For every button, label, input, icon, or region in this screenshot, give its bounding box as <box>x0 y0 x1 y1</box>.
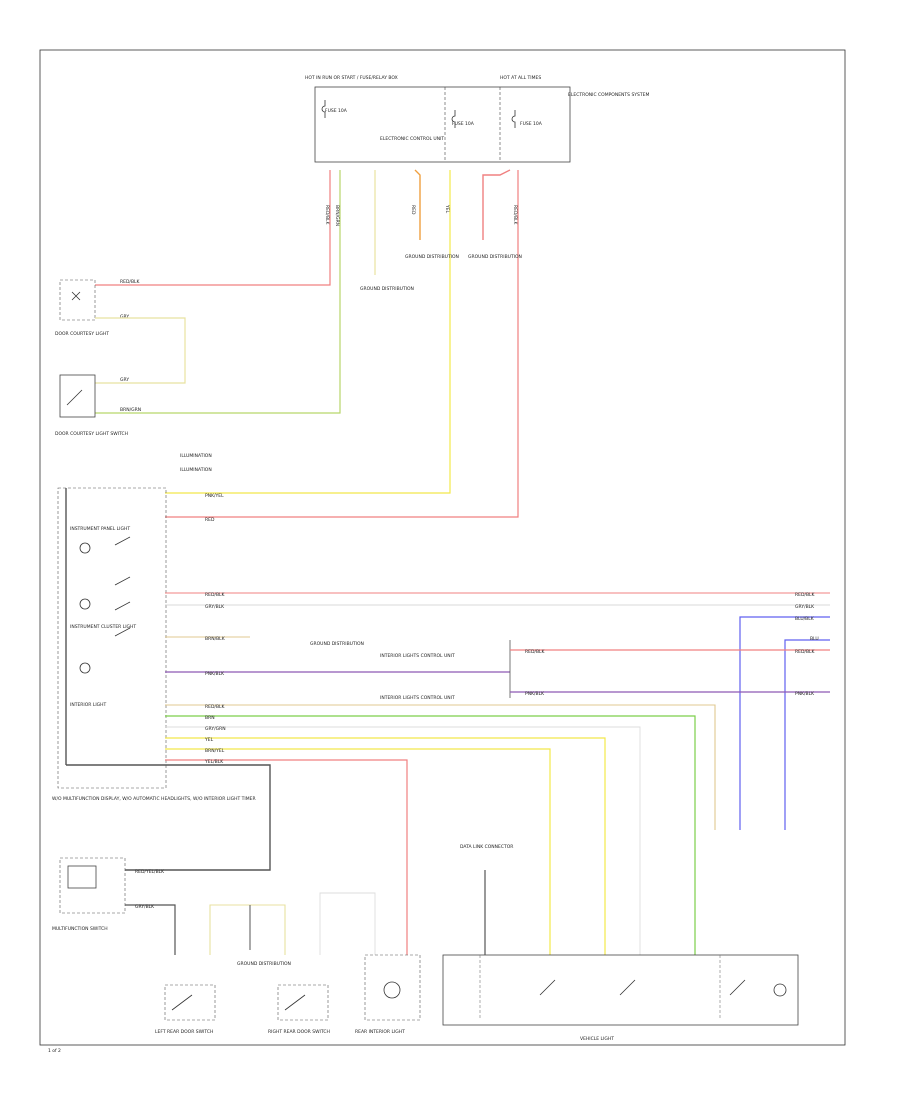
door-courtesy-light-label: DOOR COURTESY LIGHT <box>55 331 109 337</box>
wire-label-b3: GRY/GRN <box>205 726 226 732</box>
ground-distribution-3: GROUND DISTRIBUTION <box>468 254 522 260</box>
door-courtesy-light: DOOR COURTESY LIGHT RED/BLK GRY <box>55 279 141 337</box>
left-rear-door-switch-label: LEFT REAR DOOR SWITCH <box>155 1029 213 1035</box>
wire-label-red-blk-4: RED/BLK <box>525 649 546 655</box>
interior-control-right-label-2: INTERIOR LIGHTS CONTROL UNIT <box>380 695 455 701</box>
wire-gry-blk-2 <box>125 904 176 955</box>
wire-label-b5: BRN/YEL <box>205 748 225 754</box>
fuse-1-label: FUSE 10A <box>325 108 348 114</box>
wire-white <box>319 892 376 955</box>
wire-door-switch <box>209 904 286 955</box>
electronic-device-label: ELECTRONIC CONTROL UNIT <box>380 136 444 142</box>
illumination-2-label: ILLUMINATION <box>180 467 212 473</box>
wire-yellow-main <box>165 170 451 494</box>
wire-red-long <box>165 170 519 518</box>
wire-label-gry: GRY <box>120 314 129 320</box>
wire-brn-yel <box>165 748 551 955</box>
wire-label-red-blk-3: RED/BLK <box>205 592 226 598</box>
multifunction-switch-label: MULTIFUNCTION SWITCH <box>52 926 108 932</box>
wire-red-blk-5 <box>165 704 716 830</box>
fuse-3-symbol <box>511 110 516 128</box>
wire-label-b6: YEL/BLK <box>204 759 224 765</box>
ground-distribution-4: GROUND DISTRIBUTION <box>310 641 364 647</box>
ground-distribution-1: GROUND DISTRIBUTION <box>360 286 414 292</box>
wire-label-b1: RED/BLK <box>205 704 226 710</box>
wire-gry-loop <box>95 317 186 384</box>
ground-distribution-2: GROUND DISTRIBUTION <box>405 254 459 260</box>
wire-blu-blk <box>739 616 830 830</box>
fuse-box: HOT IN RUN OR START / FUSE/RELAY BOX HOT… <box>305 75 650 163</box>
left-rear-door-switch: LEFT REAR DOOR SWITCH <box>155 984 216 1035</box>
rear-interior-light-label: REAR INTERIOR LIGHT <box>355 1029 405 1035</box>
fuse-2-label: FUSE 10A <box>452 121 475 127</box>
wire-orange <box>414 169 421 240</box>
data-link-label: DATA LINK CONNECTOR <box>460 844 513 850</box>
wire-label-red-yel-blk: RED/YEL/BLK <box>135 869 165 875</box>
vehicle-light-label: VEHICLE LIGHT <box>580 1036 614 1042</box>
right-rear-door-switch: RIGHT REAR DOOR SWITCH <box>268 984 330 1035</box>
illumination-1-label: ILLUMINATION <box>180 453 212 459</box>
wire-label-right-1: RED/BLK <box>795 592 816 598</box>
lamp-3 <box>79 662 91 674</box>
fuse-box-label: HOT IN RUN OR START / FUSE/RELAY BOX <box>305 75 398 81</box>
rear-interior-light: REAR INTERIOR LIGHT <box>355 954 421 1035</box>
lamp-2 <box>79 598 91 610</box>
wire-label-right-6: PNK/BLK <box>795 691 815 697</box>
wire-label-right-4: BLU <box>810 636 819 642</box>
wire-brn <box>165 715 696 955</box>
wire-label-right-5: RED/BLK <box>795 649 816 655</box>
wire-blu <box>784 639 830 830</box>
wire-label-7: RED/BLK <box>512 205 518 226</box>
wire-label-gry-blk: GRY/BLK <box>205 604 225 610</box>
wire-label-right-3: BLU/BLK <box>795 616 815 622</box>
wire-label-4: BRN/GRN <box>334 205 340 226</box>
instrument-cluster-label: INSTRUMENT CLUSTER LIGHT <box>70 624 136 630</box>
wire-label-red-blk: RED/BLK <box>120 279 141 285</box>
interior-control-right-label: INTERIOR LIGHTS CONTROL UNIT <box>380 653 455 659</box>
wire-label-gry-blk-2: GRY/BLK <box>135 904 155 910</box>
wire-gry-grn <box>165 726 641 955</box>
wire-label-b4: YEL <box>204 737 214 743</box>
interior-control-unit-left: ILLUMINATION ILLUMINATION INSTRUMENT PAN… <box>57 453 212 789</box>
wire-label-1: RED/BLK <box>324 205 330 226</box>
interior-control-unit-right: INTERIOR LIGHTS CONTROL UNIT INTERIOR LI… <box>380 640 511 701</box>
fuse-2-symbol <box>451 110 456 128</box>
fuse-1-symbol <box>321 100 326 118</box>
wire-yel <box>165 737 606 955</box>
wire-label-gry-2: GRY <box>120 377 129 383</box>
electronic-components-label: ELECTRONIC COMPONENTS SYSTEM <box>568 92 650 98</box>
wire-label-pnk-blk-2: PNK/BLK <box>525 691 545 697</box>
wire-label-brn-blk: BRN/BLK <box>205 636 226 642</box>
instrument-panel-label: INSTRUMENT PANEL LIGHT <box>70 526 130 532</box>
lamp-1 <box>79 542 91 554</box>
door-courtesy-switch-label: DOOR COURTESY LIGHT SWITCH <box>55 431 128 437</box>
wire-label-14: YEL <box>444 204 450 214</box>
wire-ground-left <box>66 764 271 871</box>
page-ref: 1 of 2 <box>48 1048 61 1054</box>
wire-label-pnk-blk: PNK/BLK <box>205 671 225 677</box>
ground-distribution-5: GROUND DISTRIBUTION <box>237 961 291 967</box>
interior-light-label: INTERIOR LIGHT <box>70 702 107 708</box>
wire-label-right-2: GRY/BLK <box>795 604 815 610</box>
wire-label-6: RED <box>410 205 416 215</box>
multifunction-note-label: W/O MULTIFUNCTION DISPLAY, W/O AUTOMATIC… <box>52 796 256 802</box>
diagram-frame <box>39 49 846 1046</box>
wire-label-red: RED <box>205 517 215 523</box>
wire-label-brn-grn: BRN/GRN <box>120 407 141 413</box>
right-rear-door-switch-label: RIGHT REAR DOOR SWITCH <box>268 1029 330 1035</box>
wire-label-b2: BRN <box>205 715 215 721</box>
hot-at-all-times-label: HOT AT ALL TIMES <box>500 75 541 81</box>
door-courtesy-light-switch: DOOR COURTESY LIGHT SWITCH GRY BRN/GRN <box>55 374 141 437</box>
wire-yel-blk <box>165 759 408 955</box>
wire-brn-grn <box>95 170 341 414</box>
fuse-3-label: FUSE 10A <box>520 121 543 127</box>
wire-label-pnk-yel: PNK/YEL <box>205 493 224 499</box>
multifunction-switch: MULTIFUNCTION SWITCH <box>52 857 126 932</box>
multifunction-note: W/O MULTIFUNCTION DISPLAY, W/O AUTOMATIC… <box>52 796 256 802</box>
vehicle-light-unit: VEHICLE LIGHT <box>442 954 799 1042</box>
wire-red-2 <box>482 169 511 240</box>
wire-red-blk-1 <box>95 170 331 286</box>
